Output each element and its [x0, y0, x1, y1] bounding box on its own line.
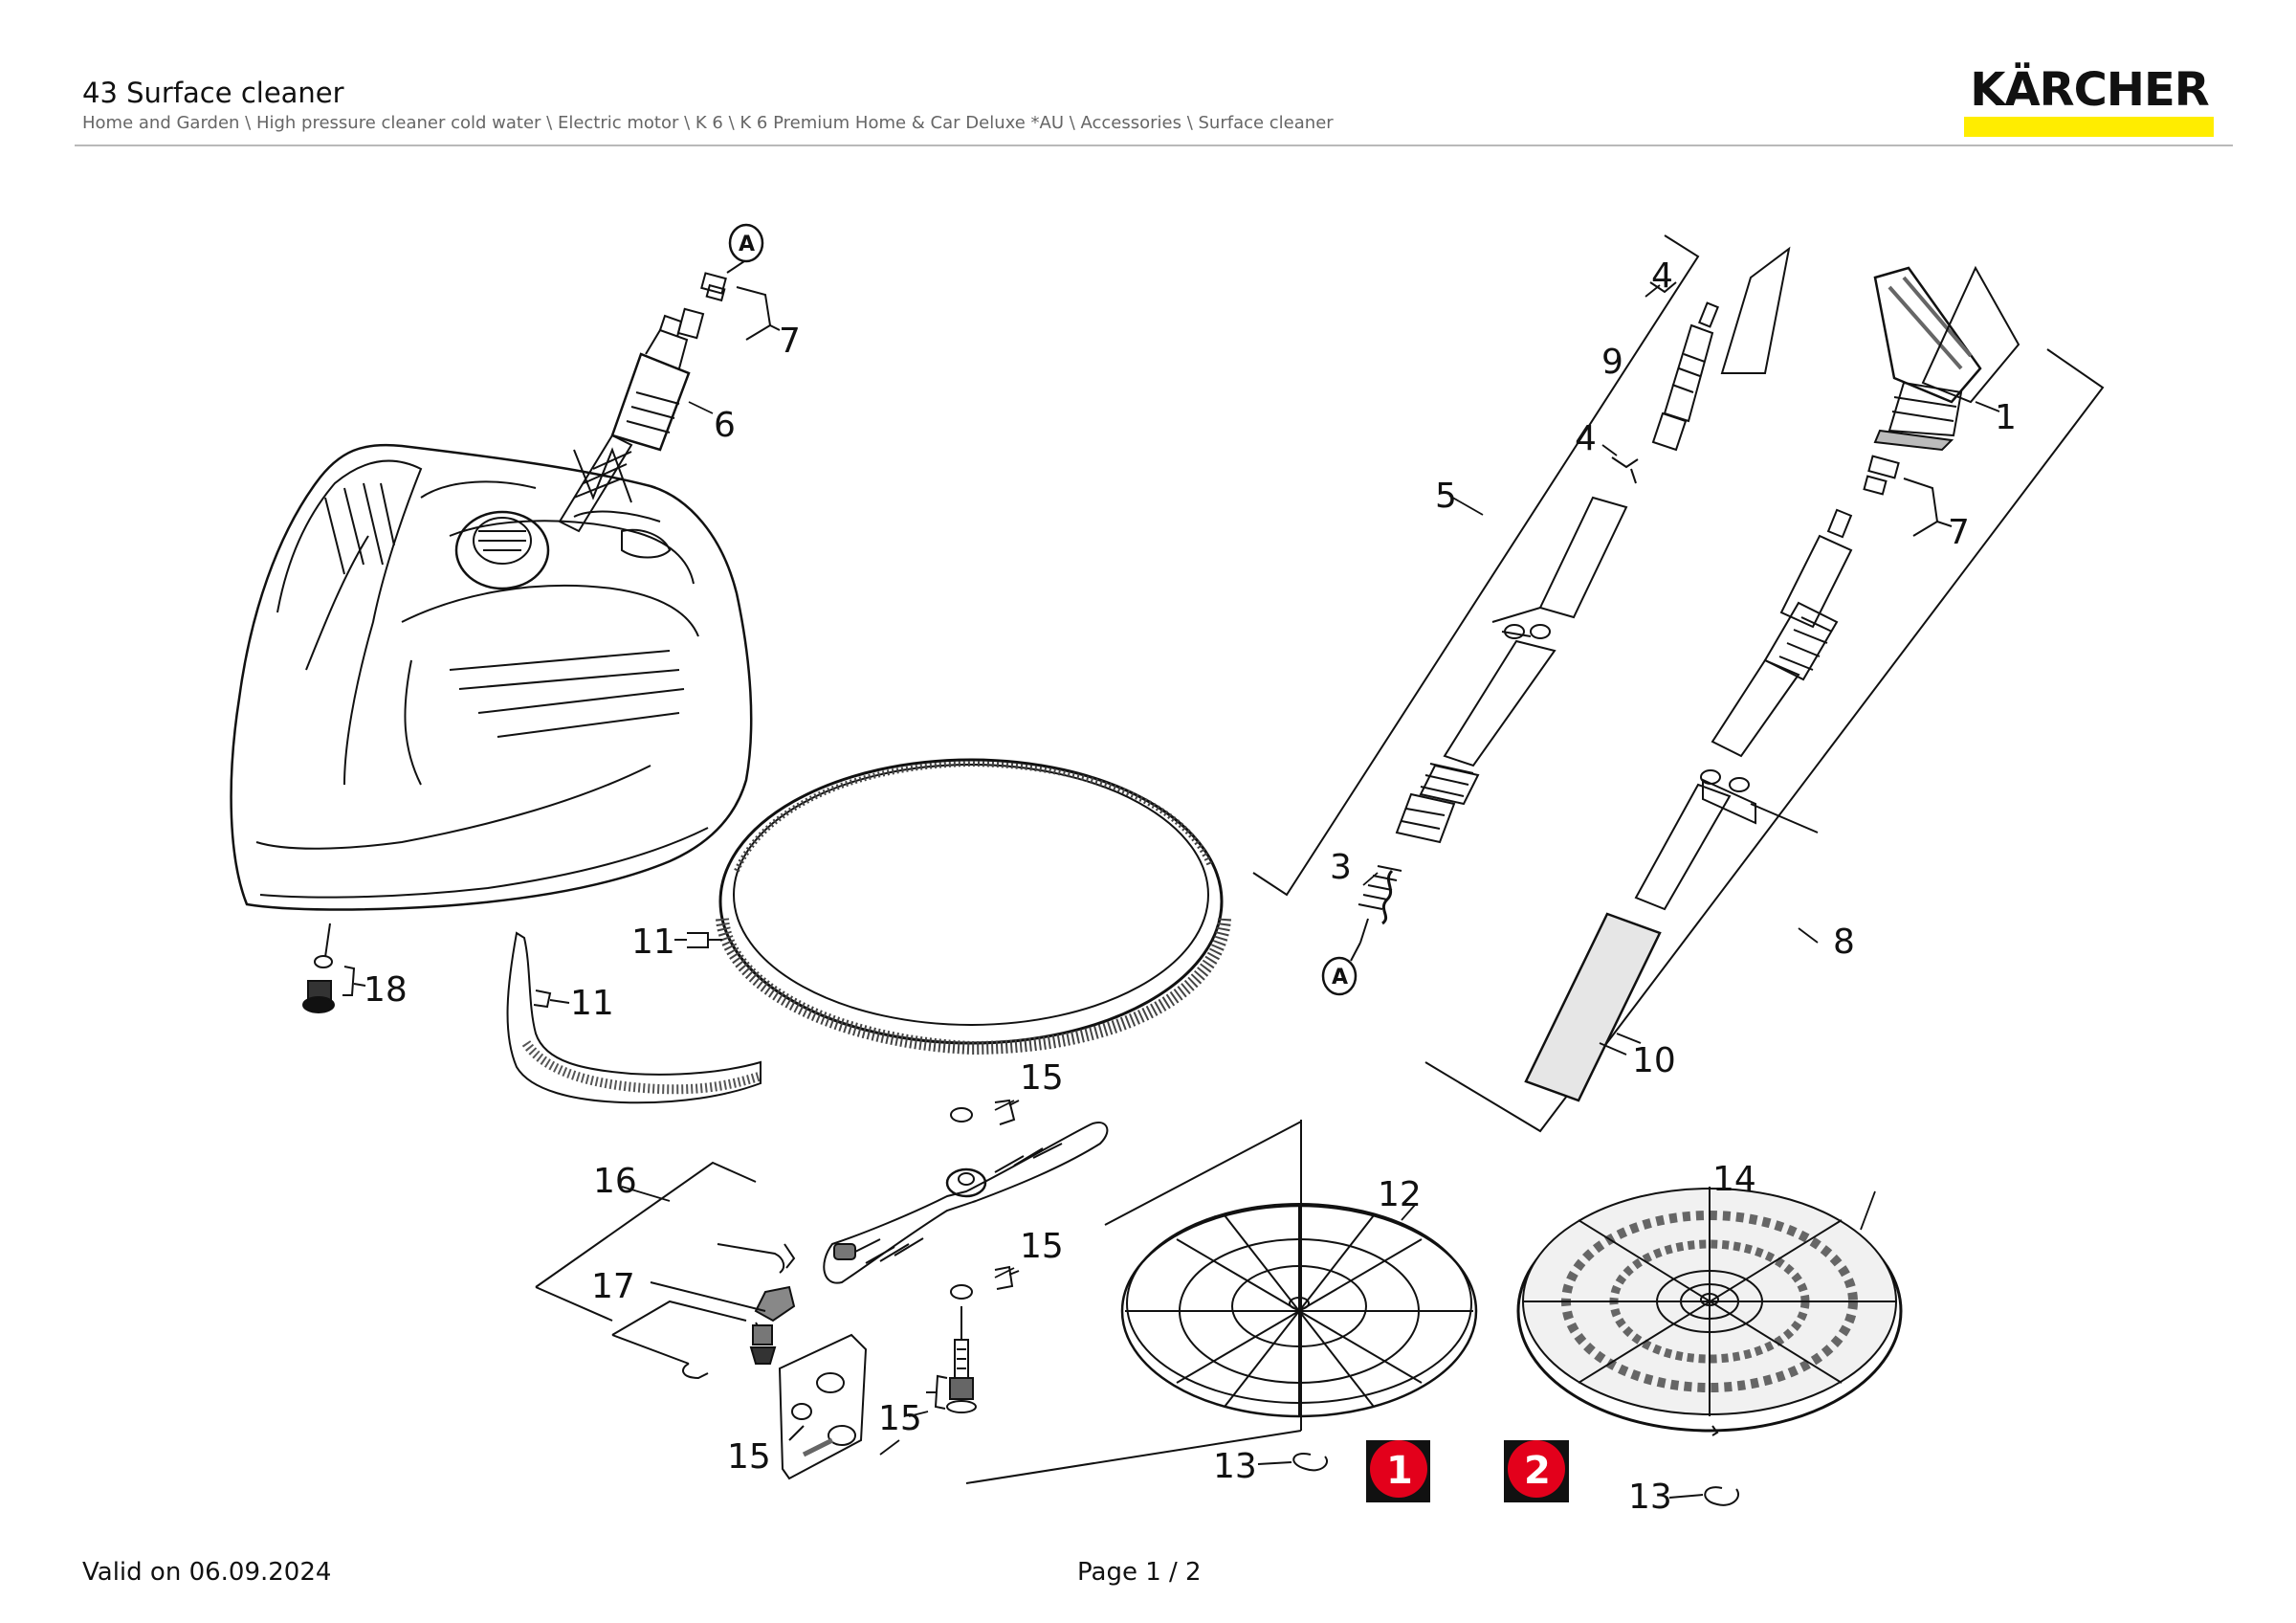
callout-15-pin: 15: [878, 1399, 922, 1438]
part-11-brush-ring: [674, 758, 1231, 1056]
callout-10: 10: [1632, 1041, 1676, 1080]
valid-date: Valid on 06.09.2024: [82, 1558, 332, 1587]
part-10-label: [1524, 912, 1662, 1102]
callout-13-left: 13: [1213, 1447, 1257, 1486]
variant-badge-1: [1370, 1440, 1427, 1498]
callout-16: 16: [593, 1162, 637, 1201]
callout-11-ring: 11: [631, 923, 675, 962]
rotor-arm: [823, 1099, 1109, 1300]
logo-yellow-bar: [1964, 117, 2214, 137]
callout-15-middle: 15: [1020, 1227, 1064, 1266]
part-15-hub-parts: [778, 1306, 977, 1480]
part-8-extension-lance: [1424, 246, 2105, 1133]
callout-1: 1: [1995, 398, 2017, 437]
part-5-extension-lance: [1252, 234, 1700, 944]
callout-17: 17: [591, 1267, 635, 1306]
part-12-base-disk: [1120, 1120, 1478, 1418]
callout-18: 18: [364, 970, 408, 1010]
callout-4-bottom: 4: [1575, 419, 1597, 458]
reference-label-a-lance: A: [1332, 966, 1348, 989]
callout-15-top: 15: [1020, 1058, 1064, 1098]
part-7-fittings: [676, 272, 781, 341]
part-16-17-nozzles: [535, 1161, 856, 1380]
surface-cleaner-housing: [230, 443, 753, 911]
variant-badge-1-label: 1: [1386, 1449, 1413, 1493]
variant-badges: 1 2: [1366, 1440, 1569, 1502]
callout-labels: 1 3 4 4 5 6 7 7 8 9 10 11 11 12 13 13 14…: [364, 233, 2017, 1517]
part-13-retaining-rings: [1257, 1453, 1739, 1506]
callout-13-right: 13: [1628, 1478, 1672, 1517]
reference-marker-a-lance: [1321, 956, 1358, 996]
part-4-9-nipple: [1611, 281, 1719, 484]
callout-12: 12: [1378, 1175, 1422, 1214]
breadcrumb: Home and Garden \ High pressure cleaner …: [82, 113, 1334, 133]
callout-3: 3: [1330, 848, 1352, 887]
reference-marker-a-top: [728, 223, 764, 263]
logo-wordmark: KÄRCHER: [1970, 63, 2209, 117]
part-1-grip: [1921, 265, 2020, 404]
callout-8: 8: [1833, 923, 1855, 962]
part-14-base-disk-grid: [1516, 1187, 1903, 1436]
callout-leaders: [621, 284, 2000, 1456]
callout-11-strip: 11: [570, 984, 614, 1023]
part-18-nozzle: [302, 923, 366, 1013]
part-11-brush-strip: [506, 931, 762, 1104]
reference-markers: [726, 223, 1361, 996]
callout-7-right: 7: [1948, 513, 1970, 552]
reference-label-a-top: A: [739, 233, 755, 256]
callout-6: 6: [714, 406, 736, 445]
leader-lines-12: [965, 1120, 1302, 1484]
callout-4-top: 4: [1651, 256, 1673, 296]
callout-5: 5: [1435, 477, 1457, 516]
part-6-connector: [558, 314, 691, 533]
callout-7-left: 7: [779, 322, 801, 361]
header-divider: [75, 145, 2233, 146]
page-title: 43 Surface cleaner: [82, 77, 344, 109]
variant-badge-2: [1508, 1440, 1565, 1498]
page-number: Page 1 / 2: [1077, 1558, 1202, 1587]
karcher-logo: KÄRCHER: [1961, 63, 2218, 140]
callout-15-bracket: 15: [727, 1437, 771, 1477]
variant-badge-2-label: 2: [1524, 1449, 1551, 1493]
callout-9: 9: [1601, 343, 1623, 382]
callout-14: 14: [1712, 1160, 1756, 1199]
